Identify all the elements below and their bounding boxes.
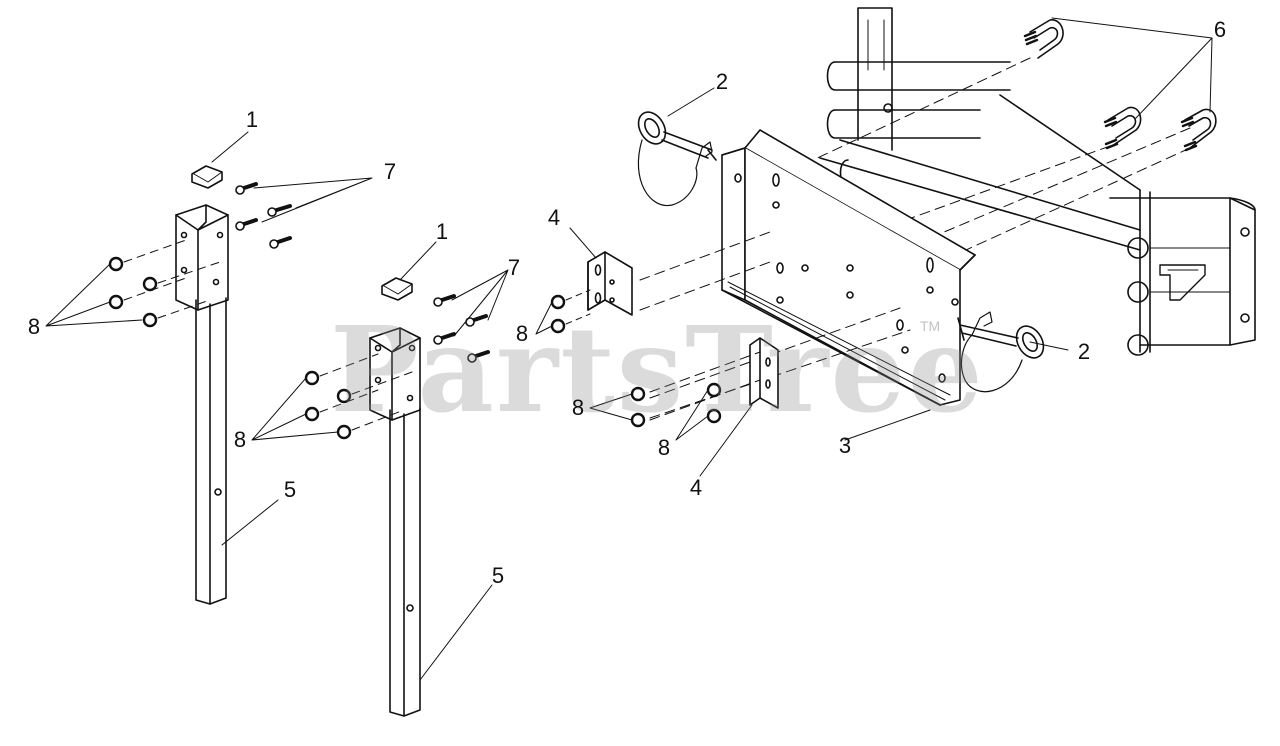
callout-8-plate-right: 8 (657, 435, 671, 460)
callout-4-lower: 4 (689, 475, 703, 500)
callout-5-right: 5 (491, 563, 505, 588)
callout-7-right: 7 (507, 255, 521, 280)
callout-1-left: 1 (245, 107, 259, 132)
callout-2-upper: 2 (715, 69, 729, 94)
callout-8-plate-left: 8 (571, 395, 585, 420)
angle-bracket-lower (649, 337, 779, 421)
angle-bracket-upper (587, 251, 633, 316)
callout-5-left: 5 (283, 477, 297, 502)
callout-2-lower: 2 (1077, 339, 1091, 364)
vehicle-frame (819, 7, 1256, 356)
callout-6: 6 (1213, 17, 1227, 42)
callout-1-right: 1 (435, 219, 449, 244)
callout-8-right-post: 8 (233, 427, 247, 452)
callout-8-bracket: 8 (515, 321, 529, 346)
hitch-pin-upper (637, 111, 717, 207)
callout-8-left-post: 8 (27, 314, 41, 339)
stand-post-right (304, 277, 490, 717)
stand-post-left (108, 165, 292, 605)
mounting-plate (639, 129, 976, 419)
callout-4-upper: 4 (547, 205, 561, 230)
trademark-mark: TM (920, 318, 941, 334)
hitch-pin-lower (957, 311, 1045, 393)
leader-lines (45, 17, 1213, 681)
callout-7-left: 7 (383, 159, 397, 184)
callout-3: 3 (838, 433, 852, 458)
